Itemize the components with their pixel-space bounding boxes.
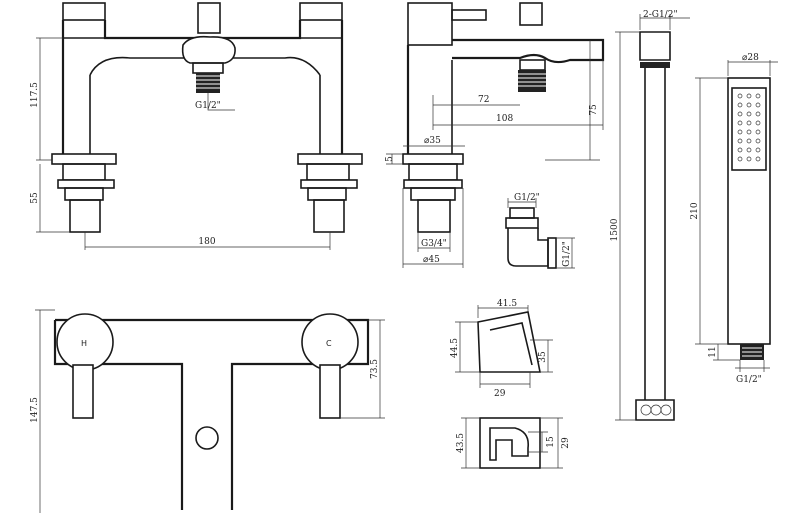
dim-180: 180 [198,237,215,247]
label-elbow-top-thread: G1/2" [514,193,540,203]
dim-41-5: 41.5 [497,299,517,309]
label-hot: H [81,339,87,348]
dim-147-5: 147.5 [30,397,40,423]
dim-29: 29 [494,389,506,399]
dim-43-5: 43.5 [456,433,466,453]
dim-108: 108 [496,114,513,124]
dim-5: 5 [385,156,395,162]
dim-dia45: ⌀45 [423,255,440,265]
dim-15: 15 [546,436,556,448]
shower-holder-side-view: 41.5 44.5 35 29 [450,299,553,399]
dim-dia35: ⌀35 [424,136,441,146]
shower-handset: ⌀28 210 11 G1/2" [690,53,778,385]
dim-29-front: 29 [561,437,571,449]
side-thread-hatch [518,70,546,92]
dim-73-5: 73.5 [370,359,380,379]
dim-35: 35 [538,351,548,363]
label-elbow-side-thread: G1/2" [562,241,572,267]
dim-g34: G3/4" [421,239,447,249]
shower-holder-front-view: 43.5 15 29 [456,417,571,469]
dim-55: 55 [30,192,40,204]
dim-75: 75 [589,104,599,116]
dim-dia28: ⌀28 [742,53,759,63]
dim-44-5: 44.5 [450,338,460,358]
label-hose-ends: 2-G1/2" [643,10,678,20]
shower-hose: 2-G1/2" 1500 [610,10,690,421]
label-handset-thread: G1/2" [736,375,762,385]
dim-72: 72 [478,95,489,105]
elbow-fitting: G1/2" G1/2" [505,193,575,269]
bridge-mixer-front-view: 117.5 55 180 G1/2" [30,2,363,250]
dim-210: 210 [690,202,700,219]
dim-1500: 1500 [610,218,620,241]
spray-nozzles [737,93,761,162]
label-cold: C [326,339,332,348]
wall-mixer-front-view: H C 147.5 73.5 [30,309,385,513]
dim-11: 11 [708,346,718,357]
bridge-mixer-side-view: 72 108 75 ⌀35 5 G3/4" ⌀45 [385,2,605,268]
dim-117-5: 117.5 [30,82,40,108]
label-g12-outlet: G1/2" [195,101,221,111]
thread-hatch [196,73,220,93]
